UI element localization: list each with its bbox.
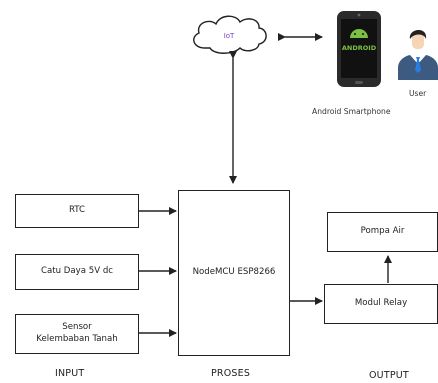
water-pump-box: Pompa Air <box>327 212 438 252</box>
soil-moisture-sensor-label: Sensor Kelembaban Tanah <box>36 322 118 344</box>
user-icon <box>398 29 438 80</box>
process-section-label: PROSES <box>211 368 251 379</box>
android-caption: Android Smartphone <box>312 107 391 116</box>
nodemcu-box: NodeMCU ESP8266 <box>178 190 290 356</box>
cloud-text: IoT <box>224 32 235 40</box>
android-screen-text: ANDROID <box>342 44 377 52</box>
nodemcu-label: NodeMCU ESP8266 <box>192 267 276 278</box>
iot-cloud: IoT <box>193 15 267 54</box>
soil-moisture-sensor-box: Sensor Kelembaban Tanah <box>15 314 139 354</box>
android-phone-icon: ANDROID <box>337 11 381 87</box>
relay-module-box: Modul Relay <box>324 284 438 324</box>
power-supply-label: Catu Daya 5V dc <box>40 266 114 277</box>
user-caption: User <box>409 89 427 98</box>
input-section-label: INPUT <box>55 368 85 379</box>
rtc-label: RTC <box>68 205 86 216</box>
water-pump-label: Pompa Air <box>360 226 405 237</box>
rtc-box: RTC <box>15 194 139 228</box>
output-section-label: OUTPUT <box>369 370 409 381</box>
relay-module-label: Modul Relay <box>354 298 408 309</box>
power-supply-box: Catu Daya 5V dc <box>15 254 139 290</box>
cloud-shape <box>193 15 267 54</box>
